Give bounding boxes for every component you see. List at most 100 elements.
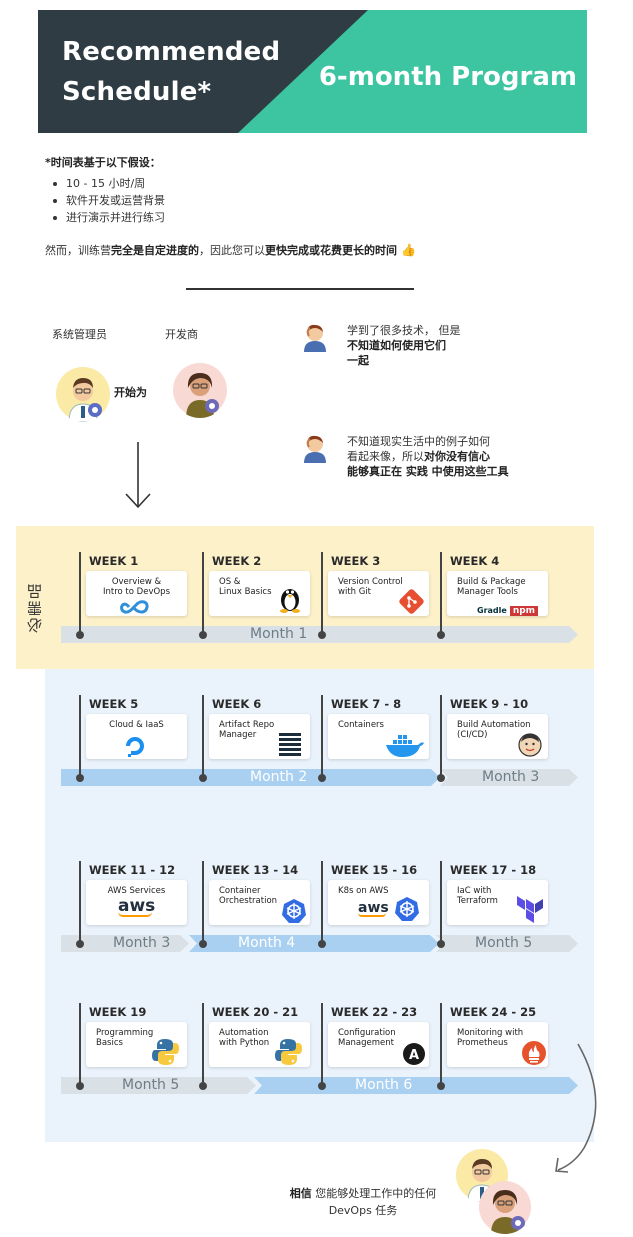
topic-title: Cloud & IaaS (109, 720, 164, 730)
python-icon (152, 1037, 180, 1071)
confused-person-icon (304, 324, 326, 352)
topic-title: AWS Services (107, 886, 166, 896)
month-band: Month 4 (189, 935, 439, 952)
week-label: WEEK 17 - 18 (450, 863, 537, 877)
aws-smile (118, 912, 152, 917)
timeline-dot (199, 1082, 207, 1090)
topic-card: Programming Basics (86, 1022, 187, 1067)
timeline-dot (318, 631, 326, 639)
week-label: WEEK 22 - 23 (331, 1005, 418, 1019)
topic-title: Container Orchestration (219, 886, 278, 906)
developer-avatar (173, 363, 227, 418)
banner-background (38, 10, 587, 133)
terraform-icon (517, 896, 544, 928)
topic-card: K8s on AWS aws (328, 880, 429, 925)
timeline-dot (318, 1082, 326, 1090)
week-label: WEEK 9 - 10 (450, 697, 529, 711)
month-label: Month 5 (122, 1077, 180, 1093)
topic-card: OS & Linux Basics (209, 571, 310, 616)
timeline-line (202, 861, 204, 944)
aws-text: aws (358, 900, 389, 916)
timeline-line (79, 1003, 81, 1086)
docker-whale-icon (384, 731, 426, 763)
month-label: Month 5 (475, 935, 533, 951)
topic-title: Version Control with Git (338, 577, 403, 597)
week-label: WEEK 1 (89, 554, 139, 568)
kubernetes-icon (394, 897, 419, 921)
divider (186, 288, 414, 290)
svg-text:A: A (409, 1048, 419, 1063)
topic-title: Automation with Python (219, 1028, 270, 1048)
month-band: Month 3 (61, 935, 189, 952)
kubernetes-icon (281, 898, 307, 928)
week-label: WEEK 13 - 14 (212, 863, 299, 877)
topic-card: Version Control with Git (328, 571, 429, 616)
timeline-dot (199, 631, 207, 639)
month-band-shape (61, 1077, 256, 1094)
prometheus-icon (521, 1040, 547, 1070)
linux-tux-icon (277, 583, 303, 619)
topic-title: Configuration Management (338, 1028, 396, 1048)
required-label: 必需品 (26, 582, 44, 633)
aws-kubernetes-icon: aws (358, 896, 420, 922)
timeline-line (202, 695, 204, 778)
timeline-dot (437, 940, 445, 948)
timeline-dot (76, 774, 84, 782)
topic-title: IaC with Terraform (457, 886, 498, 906)
start-label: 开始为 (114, 386, 147, 399)
month-label: Month 2 (250, 769, 308, 785)
week-label: WEEK 11 - 12 (89, 863, 176, 877)
thumbs-up-icon: 👍 (401, 243, 416, 257)
confused-person-icon (304, 435, 326, 463)
timeline-dot (318, 940, 326, 948)
topic-title: Programming Basics (96, 1028, 154, 1048)
aws-icon: aws (118, 897, 155, 917)
topic-card: Container Orchestration (209, 880, 310, 925)
month-band: Month 2 (61, 769, 440, 786)
topic-card: Artifact Repo Manager (209, 714, 310, 759)
quote-confidence: 不知道现实生活中的例子如何 看起来像，所以对你没有信心 能够真正在 实践 中使用… (347, 435, 509, 478)
timeline-dot (437, 631, 445, 639)
devops-infinity-icon (120, 597, 150, 619)
program-title: 6-month Program (318, 62, 577, 92)
list-item: 进行演示并进行练习 (52, 209, 165, 226)
week-label: WEEK 15 - 16 (331, 863, 418, 877)
topic-card: Automation with Python (209, 1022, 310, 1067)
npm-label: npm (509, 606, 539, 616)
ansible-icon: A (402, 1042, 426, 1070)
curved-arrow-icon (555, 1043, 597, 1173)
timeline-dot (199, 774, 207, 782)
digitalocean-icon (124, 735, 148, 763)
month-label: Month 4 (238, 935, 296, 951)
month-band: Month 6 (254, 1077, 578, 1094)
header-banner: Recommended Schedule* 6-month Program (38, 10, 587, 133)
topic-card: Build Automation (CI/CD) (447, 714, 548, 759)
git-icon (398, 588, 425, 619)
jenkins-icon (517, 732, 543, 762)
timeline-line (79, 695, 81, 778)
timeline-line (321, 552, 323, 635)
topic-title: Containers (338, 720, 384, 730)
aws-text: aws (118, 896, 156, 916)
topic-title: Monitoring with Prometheus (457, 1028, 524, 1048)
month-label: Month 3 (113, 935, 171, 951)
topic-card: Monitoring with Prometheus (447, 1022, 548, 1067)
developer-avatar (479, 1181, 531, 1234)
topic-title: K8s on AWS (338, 886, 389, 896)
timeline-dot (318, 774, 326, 782)
timeline-dot (76, 1082, 84, 1090)
timeline-line (202, 552, 204, 635)
topic-card: IaC with Terraform (447, 880, 548, 925)
timeline-line (440, 695, 442, 778)
topic-title: Build Automation (CI/CD) (457, 720, 531, 740)
month-band: Month 5 (61, 1077, 256, 1094)
aws-logo: aws (358, 896, 389, 922)
month-band-shape (254, 1077, 578, 1094)
week-label: WEEK 19 (89, 1005, 147, 1019)
nexus-icon (277, 731, 303, 762)
assumptions-list: 10 - 15 小时/周 软件开发或运营背景 进行演示并进行练习 (52, 175, 165, 226)
timeline-line (79, 861, 81, 944)
